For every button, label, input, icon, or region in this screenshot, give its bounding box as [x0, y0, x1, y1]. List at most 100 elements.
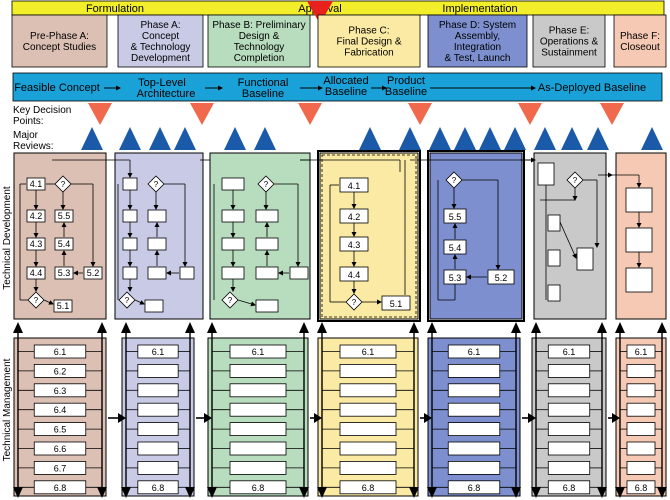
baseline-label-top-level-1: Top-Level — [138, 77, 186, 89]
process-box — [625, 267, 653, 293]
mgmt-down-arrowhead — [121, 487, 131, 498]
mgmt-process-label: 6.8 — [468, 483, 481, 493]
mgmt-process-box — [33, 402, 87, 417]
major-review-marker — [429, 127, 451, 150]
mgmt-up-arrowhead — [97, 322, 107, 333]
flow-arrow — [43, 299, 54, 305]
major-reviews-label-1: Major — [13, 130, 39, 141]
phase-label-line: Phase D: System — [439, 20, 516, 31]
mgmt-flow-arrowhead — [612, 413, 620, 423]
mgmt-process-box — [229, 441, 287, 456]
left-labels: Key Decision Points: Major Reviews: Tech… — [2, 105, 71, 461]
mgmt-process-label: 6.1 — [468, 347, 481, 357]
mgmt-process-box — [137, 402, 179, 417]
mgmt-panel-6: 6.16.8 — [615, 322, 667, 498]
process-label: 5.5 — [449, 212, 462, 222]
major-review-marker — [587, 127, 609, 150]
baseline-label-allocated-2: Baseline — [325, 86, 367, 98]
phase-box-0: Pre-Phase A:Concept Studies — [11, 14, 108, 68]
major-review-marker — [479, 127, 501, 150]
phase-label-line: & Technology — [131, 42, 191, 53]
baseline-label-as-deployed: As-Deployed Baseline — [538, 82, 646, 94]
major-review-marker — [534, 127, 556, 150]
phase-box-5: Phase E:Operations &Sustainment — [532, 14, 606, 68]
major-review-marker — [174, 127, 196, 150]
phase-label-line: Sustainment — [541, 48, 597, 59]
process-box-5-2 — [83, 266, 103, 280]
mgmt-panel-1: 6.16.8 — [121, 322, 195, 498]
mgmt-down-arrowhead — [13, 487, 23, 498]
process-label: 5.2 — [87, 268, 100, 278]
process-label: 5.2 — [495, 273, 508, 283]
mgmt-process-box — [137, 460, 179, 475]
major-review-marker — [561, 127, 583, 150]
mgmt-process-box — [33, 422, 87, 437]
mgmt-process-box — [547, 422, 591, 437]
process-box-5-1 — [381, 295, 411, 311]
phase-box-bg — [11, 14, 108, 68]
process-label: 4.4 — [30, 268, 43, 278]
key-decision-point-marker — [600, 103, 624, 125]
process-label: 4.1 — [348, 181, 361, 191]
major-review-marker — [454, 127, 476, 150]
mgmt-process-label: 6.8 — [563, 483, 576, 493]
phase-label-line: Pre-Phase A: — [30, 31, 89, 42]
process-box-5-2 — [487, 269, 515, 285]
technical-management-row: 6.16.26.36.46.56.66.76.86.16.86.16.86.16… — [13, 322, 667, 498]
baseline-label-allocated-1: Allocated — [323, 75, 368, 87]
major-review-marker — [81, 127, 103, 150]
phase-box-bg — [613, 14, 667, 68]
mgmt-process-box — [33, 363, 87, 378]
key-decision-label-1: Key Decision — [13, 105, 71, 116]
mgmt-up-arrowhead — [185, 322, 195, 333]
mgmt-down-arrowhead — [185, 487, 195, 498]
mgmt-down-arrowhead — [615, 487, 625, 498]
mgmt-process-box — [339, 460, 397, 475]
dev-detail-phase-e: ? — [537, 162, 600, 302]
dev-detail-phase-a: ?? — [108, 159, 195, 313]
mgmt-up-arrowhead — [531, 322, 541, 333]
mgmt-process-box — [137, 441, 179, 456]
mgmt-process-box — [626, 422, 656, 437]
dev-panel-bg — [429, 152, 523, 320]
mgmt-process-box — [339, 363, 397, 378]
mgmt-down-arrowhead — [531, 487, 541, 498]
process-label: 4.2 — [30, 211, 43, 221]
phase-label-line: Closeout — [620, 42, 660, 53]
process-box — [147, 266, 167, 280]
mgmt-process-box — [229, 480, 287, 495]
decision-diamond — [27, 291, 45, 309]
phase-label-line: Technology — [234, 42, 285, 53]
mgmt-up-arrowhead — [121, 322, 131, 333]
mgmt-panel-0: 6.16.26.36.46.56.66.76.8 — [13, 322, 107, 498]
baseline-label-functional-1: Functional — [238, 77, 289, 89]
baseline-label-functional-2: Baseline — [242, 88, 284, 100]
mgmt-process-box — [229, 344, 287, 359]
mgmt-panel-2: 6.16.8 — [207, 322, 309, 498]
process-label: 5.5 — [58, 211, 71, 221]
process-label: 5.1 — [390, 299, 403, 309]
mgmt-down-arrowhead — [657, 487, 667, 498]
mgmt-process-box — [547, 402, 591, 417]
mgmt-process-box — [339, 480, 397, 495]
mgmt-up-arrowhead — [13, 322, 23, 333]
process-label: 5.3 — [58, 268, 71, 278]
technical-management-label: Technical Management — [2, 358, 13, 461]
process-box — [122, 209, 138, 223]
mgmt-up-arrowhead — [409, 322, 419, 333]
mgmt-process-box — [229, 363, 287, 378]
phase-label-line: Concept — [142, 31, 179, 42]
phase-label-line: Phase E: — [549, 26, 590, 37]
mgmt-process-box — [547, 480, 591, 495]
process-box — [221, 237, 245, 251]
mgmt-process-box — [626, 402, 656, 417]
mgmt-flow-arrowhead — [118, 413, 126, 423]
mgmt-process-label: 6.5 — [54, 425, 67, 435]
mgmt-panel-5: 6.16.8 — [531, 322, 607, 498]
